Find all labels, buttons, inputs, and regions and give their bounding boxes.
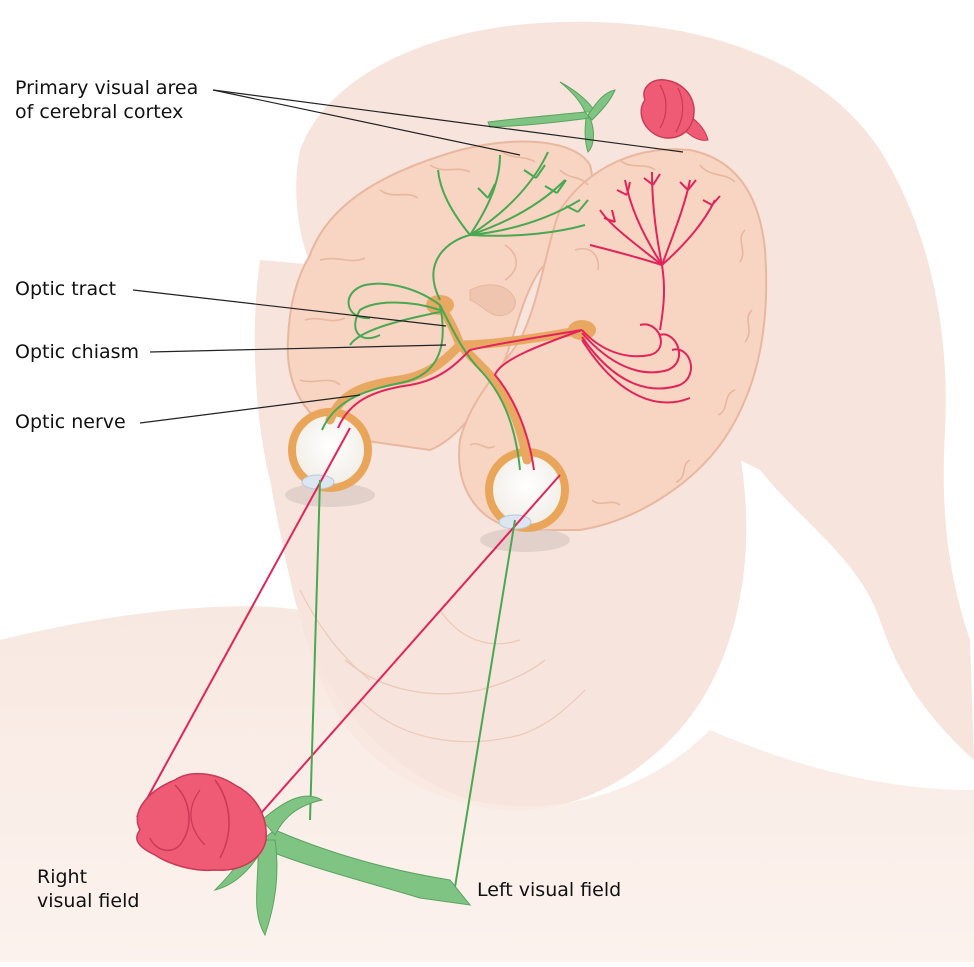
label-left-visual-field: Left visual field <box>477 878 621 902</box>
left-eye <box>480 452 570 552</box>
label-right-visual-field-line1: Right <box>37 865 139 889</box>
right-eye <box>285 412 375 507</box>
label-primary-visual-area-line2: of cerebral cortex <box>15 100 198 124</box>
label-right-visual-field: Right visual field <box>37 865 139 913</box>
label-optic-chiasm: Optic chiasm <box>15 340 139 364</box>
label-optic-tract: Optic tract <box>15 277 116 301</box>
label-right-visual-field-line2: visual field <box>37 889 139 913</box>
label-optic-nerve: Optic nerve <box>15 410 126 434</box>
label-primary-visual-area: Primary visual area of cerebral cortex <box>15 76 198 124</box>
label-primary-visual-area-line1: Primary visual area <box>15 76 198 100</box>
